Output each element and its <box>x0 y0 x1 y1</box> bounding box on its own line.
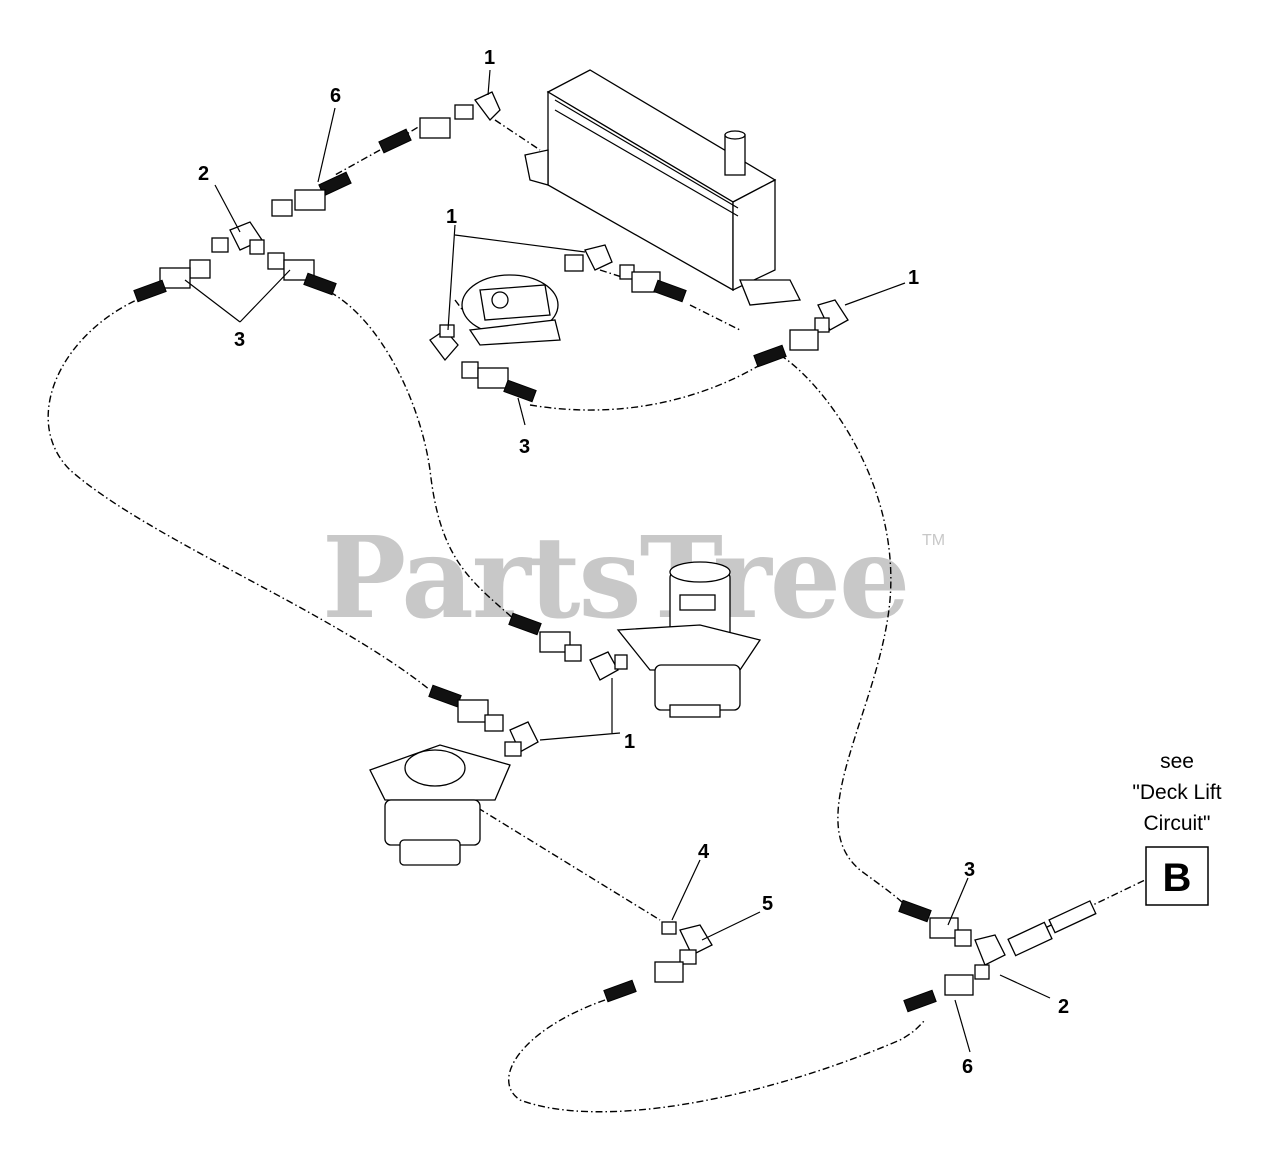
fittings <box>133 91 1097 1013</box>
watermark-trademark: TM <box>922 532 945 549</box>
reference-box <box>1145 846 1209 906</box>
hydraulic-motor-left <box>369 744 511 866</box>
callout-4: 4 <box>698 841 710 863</box>
reference-see: see <box>1160 750 1194 773</box>
callout-5: 5 <box>762 893 773 915</box>
reference-circuit: Circuit" <box>1144 812 1211 835</box>
hydraulic-motor-right <box>616 561 762 718</box>
reference-deck-lift: "Deck Lift <box>1132 781 1221 804</box>
callout-3-right: 3 <box>964 859 975 881</box>
callout-2-top: 2 <box>198 163 209 185</box>
pump-top <box>461 274 561 346</box>
callout-3-center: 3 <box>519 436 530 458</box>
watermark-text: PartsTree <box>322 513 908 644</box>
reference-note: see "Deck Lift Circuit" B <box>1132 750 1222 906</box>
callout-3-left: 3 <box>234 329 245 351</box>
reference-box-label: B <box>1163 856 1192 900</box>
callout-1-right: 1 <box>908 267 919 289</box>
reservoir-tank <box>524 69 802 306</box>
callout-1-center: 1 <box>446 206 457 228</box>
leader-lines <box>184 69 1051 1053</box>
callout-labels: 1 6 2 3 1 1 3 1 4 5 3 2 6 <box>198 47 1069 1078</box>
callout-1-lower: 1 <box>624 731 635 753</box>
callout-2-right: 2 <box>1058 996 1069 1018</box>
callout-1-top: 1 <box>484 47 495 69</box>
callout-6-top: 6 <box>330 85 341 107</box>
callout-6-bottom: 6 <box>962 1056 973 1078</box>
